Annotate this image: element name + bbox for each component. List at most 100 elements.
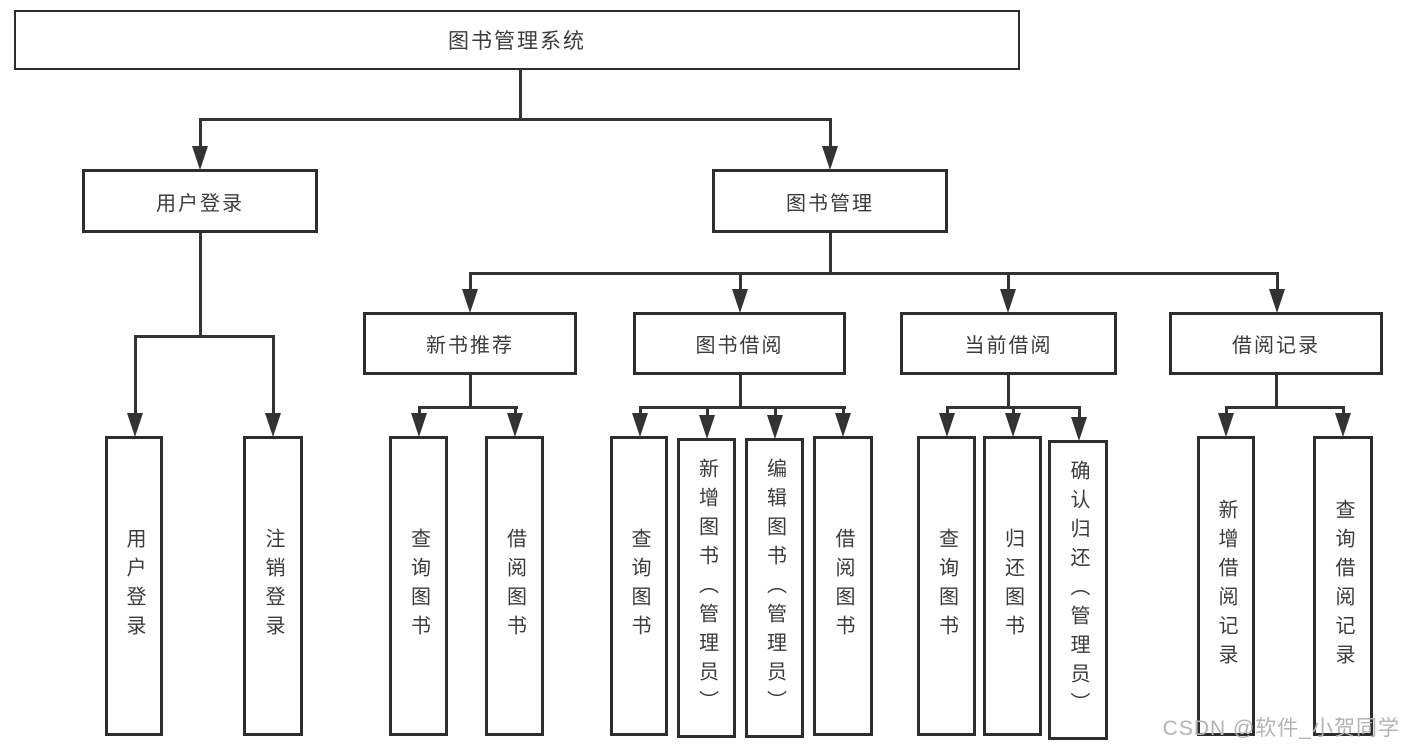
arrow-stem (1341, 406, 1345, 419)
arrow-stem (133, 335, 137, 419)
arrow-head-icon (462, 289, 478, 313)
connector-line (134, 335, 275, 338)
node-label: 借阅图书 (832, 528, 854, 644)
arrow-stem (198, 118, 202, 152)
connector-arrow (1071, 406, 1087, 441)
node-v-query-borrow-record: 查询借阅记录 (1313, 436, 1373, 736)
connector-line (829, 232, 832, 274)
arrow-head-icon (1335, 413, 1351, 437)
node-borrow-records: 借阅记录 (1169, 312, 1383, 375)
connector-arrow (127, 335, 143, 437)
node-book-management: 图书管理 (712, 169, 948, 233)
arrow-head-icon (411, 413, 427, 437)
node-label: 图书管理系统 (448, 30, 586, 53)
node-v-logout: 注销登录 (243, 436, 303, 736)
connector-line (1225, 406, 1345, 409)
node-v-return-books: 归还图书 (983, 436, 1042, 736)
arrow-stem (1077, 406, 1081, 423)
connector-line (199, 118, 832, 121)
connector-arrow (1335, 406, 1351, 437)
node-label: 当前借阅 (964, 335, 1053, 357)
connector-arrow (632, 406, 648, 437)
arrow-stem (1006, 272, 1010, 295)
connector-arrow (265, 335, 281, 437)
arrow-head-icon (507, 413, 523, 437)
node-user-login: 用户登录 (82, 169, 318, 233)
arrow-stem (1011, 406, 1015, 419)
node-label: 借阅记录 (1232, 335, 1320, 357)
connector-arrow (192, 118, 208, 170)
node-v-query-books-1: 查询图书 (389, 436, 448, 736)
watermark: CSDN @软件_小贺同学 (1162, 717, 1400, 740)
node-v-add-borrow-record: 新增借阅记录 (1197, 436, 1255, 736)
connector-arrow (411, 406, 427, 437)
connector-line (469, 375, 472, 408)
arrow-stem (705, 406, 709, 421)
node-label: 新增借阅记录 (1215, 499, 1237, 673)
connector-arrow (462, 272, 478, 313)
arrow-stem (841, 406, 845, 419)
connector-line (639, 406, 846, 409)
node-label: 查询图书 (935, 528, 958, 644)
arrow-stem (945, 406, 949, 419)
node-label: 新书推荐 (426, 335, 514, 357)
arrow-stem (638, 406, 642, 419)
arrow-head-icon (835, 413, 851, 437)
node-label: 借阅图书 (503, 528, 526, 644)
node-current-borrow: 当前借阅 (900, 312, 1117, 375)
node-label: 用户登录 (156, 192, 244, 215)
node-label: 查询图书 (628, 528, 650, 644)
connector-arrow (1269, 272, 1285, 313)
node-label: 注销登录 (262, 528, 284, 644)
connector-arrow (1000, 272, 1016, 313)
node-label: 查询图书 (407, 528, 430, 644)
arrow-stem (738, 272, 742, 295)
connector-line (199, 232, 202, 336)
connector-line (519, 70, 522, 120)
arrow-stem (417, 406, 421, 419)
node-root: 图书管理系统 (14, 10, 1020, 70)
arrow-head-icon (265, 413, 281, 437)
node-v-borrow-books-1: 借阅图书 (485, 436, 544, 736)
arrow-head-icon (632, 413, 648, 437)
node-label: 确认归还（管理员） (1067, 459, 1089, 721)
arrow-head-icon (127, 413, 143, 437)
arrow-stem (513, 406, 517, 419)
node-v-query-books-2: 查询图书 (610, 436, 668, 736)
arrow-head-icon (192, 146, 208, 170)
arrow-head-icon (1071, 417, 1087, 441)
node-v-query-books-3: 查询图书 (917, 436, 976, 736)
connector-arrow (767, 406, 783, 439)
arrow-head-icon (732, 289, 748, 313)
arrow-head-icon (767, 415, 783, 439)
arrow-head-icon (1269, 289, 1285, 313)
node-label: 查询借阅记录 (1332, 499, 1354, 673)
arrow-stem (1275, 272, 1279, 295)
arrow-head-icon (1000, 289, 1016, 313)
connector-arrow (699, 406, 715, 439)
arrow-head-icon (1218, 413, 1234, 437)
node-label: 编辑图书（管理员） (763, 457, 786, 719)
connector-arrow (732, 272, 748, 313)
node-label: 图书管理 (786, 192, 874, 215)
connector-arrow (507, 406, 523, 437)
arrow-stem (271, 335, 275, 419)
connector-line (418, 406, 518, 409)
connector-arrow (822, 118, 838, 170)
arrow-stem (1224, 406, 1228, 419)
node-label: 图书借阅 (695, 335, 784, 357)
arrow-head-icon (699, 415, 715, 439)
connector-arrow (835, 406, 851, 437)
arrow-stem (468, 272, 472, 295)
node-new-book-recommend: 新书推荐 (363, 312, 577, 375)
arrow-head-icon (822, 146, 838, 170)
node-v-borrow-books-2: 借阅图书 (813, 436, 873, 736)
node-label: 新增图书（管理员） (695, 457, 718, 719)
connector-arrow (1218, 406, 1234, 437)
connector-line (739, 375, 742, 408)
node-v-add-books-admin: 新增图书（管理员） (677, 438, 736, 738)
arrow-stem (828, 118, 832, 152)
arrow-head-icon (939, 413, 955, 437)
connector-line (469, 272, 1279, 275)
